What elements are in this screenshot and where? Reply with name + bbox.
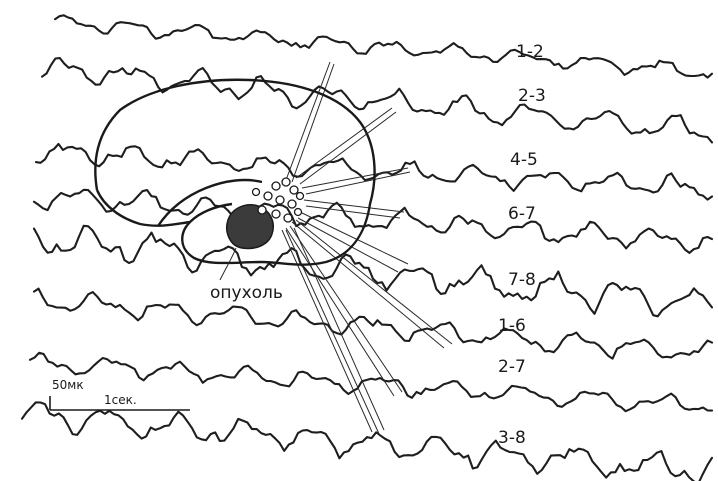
eeg-trace-2-7: [28, 351, 714, 413]
channel-label-2-7: 2-7: [498, 357, 526, 377]
electrode: [287, 199, 297, 209]
electrode: [251, 187, 261, 197]
electrode: [271, 181, 281, 191]
pointer-line-7-8b: [297, 217, 399, 273]
channel-label-6-7: 6-7: [508, 204, 536, 224]
channel-label-1-6: 1-6: [498, 316, 526, 336]
brain-midline: [157, 178, 263, 227]
brain-outer-contour: [94, 78, 376, 266]
electrode: [257, 205, 267, 215]
pointer-line-1-6b: [291, 221, 445, 349]
channel-label-7-8: 7-8: [508, 270, 536, 290]
channel-label-4-5: 4-5: [510, 150, 538, 170]
eeg-trace-2-3: [40, 57, 714, 144]
pointer-line-2-7b: [285, 227, 395, 397]
brain-inner-contour: [95, 189, 191, 227]
eeg-trace-7-8: [32, 224, 714, 318]
pointer-line-3-8c: [293, 227, 385, 431]
tumor: опухоль: [210, 204, 283, 303]
eeg-traces: [20, 14, 714, 481]
pointer-line-6-7: [303, 199, 405, 213]
electrode: [263, 191, 273, 201]
pointer-line-1-6: [295, 219, 453, 345]
channel-label-3-8: 3-8: [498, 428, 526, 448]
scale-bar: 50мк 1сек.: [49, 378, 190, 411]
electrode: [289, 185, 299, 195]
amplitude-scale-label: 50мк: [52, 378, 84, 392]
pointer-line-2-3b: [299, 111, 397, 185]
pointer-line-3-8b: [281, 229, 373, 433]
pointer-line-3-8: [285, 229, 381, 437]
tumor-pointer: [219, 247, 237, 281]
eeg-trace-6-7: [32, 188, 714, 254]
electrode: [271, 209, 281, 219]
pointer-line-4-5b: [305, 171, 411, 195]
pointer-line-1-2: [285, 61, 331, 181]
electrode: [281, 177, 291, 187]
electrode-cluster: [251, 177, 305, 223]
electrode: [275, 195, 285, 205]
eeg-trace-3-8: [20, 401, 714, 481]
pointer-line-1-2b: [291, 63, 335, 183]
electrode: [295, 191, 305, 201]
pointer-line-6-7b: [305, 205, 401, 219]
channel-label-2-3: 2-3: [518, 86, 546, 106]
eeg-trace-1-6: [32, 287, 714, 360]
pointer-line-2-3: [295, 107, 393, 179]
electrode: [283, 213, 293, 223]
channel-labels: 1-2 2-3 4-5 6-7 7-8 1-6 2-7 3-8: [498, 42, 546, 448]
time-scale-label: 1сек.: [104, 393, 137, 407]
electrode: [293, 207, 303, 217]
eeg-trace-1-2: [53, 14, 714, 79]
channel-label-1-2: 1-2: [516, 42, 544, 62]
pointer-line-7-8: [299, 211, 409, 265]
tumor-label: опухоль: [210, 283, 283, 303]
brain-outline: [94, 78, 376, 266]
tumor-mass: [226, 204, 274, 250]
pointer-line-2-7: [289, 225, 403, 393]
pointer-line-4-5: [301, 167, 409, 189]
